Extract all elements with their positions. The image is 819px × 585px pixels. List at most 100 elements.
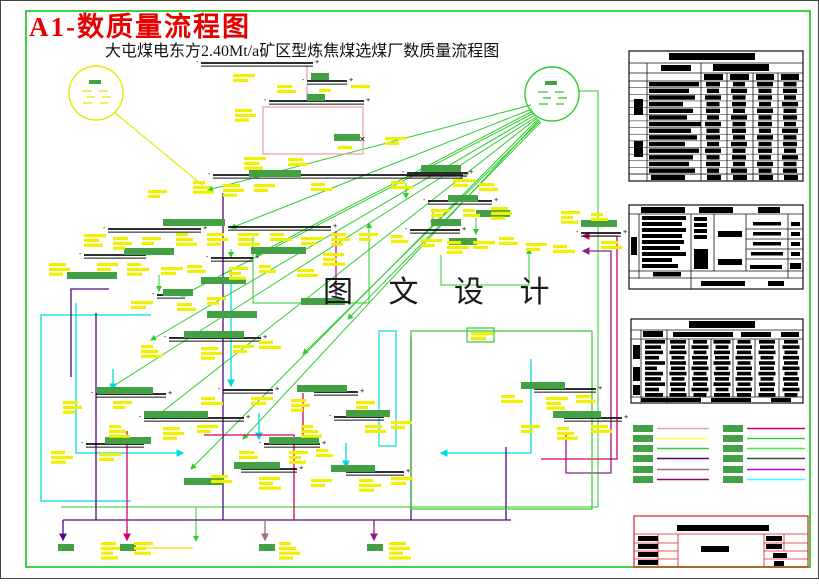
data-label-cluster-67 [211,475,228,479]
data-label-cluster-8 [288,158,303,162]
data-label-cluster-37 [431,213,443,217]
screen-sign-minus: - [195,58,199,66]
data-label-cluster-60 [163,431,184,435]
data-label-cluster-39 [491,207,508,211]
data-table-3-value-bar [760,345,774,349]
data-table-1-text-bar [733,175,747,180]
data-table-1-label-bar [649,88,689,94]
data-label-cluster-37 [431,209,450,213]
data-label-cluster-15 [113,246,125,250]
equipment-bar-20 [521,382,565,389]
data-table-3-value-bar [715,345,729,349]
data-table-3-value-bar [671,387,685,392]
data-table-3-label-bar [645,345,661,349]
data-label-cluster-62 [51,455,73,459]
data-label-cluster-17 [176,237,193,241]
data-label-cluster-10 [193,185,210,189]
data-table-3-value-bar [783,377,799,381]
data-label-cluster-60 [163,427,180,431]
data-table-2-text-bar [701,281,745,286]
data-label-cluster-27 [127,267,149,271]
data-table-3-text-bar [711,398,751,402]
screen-sign-minus: - [102,224,106,232]
equipment-bar-14 [144,411,208,418]
data-table-3-value-bar [693,350,707,355]
data-label-cluster-25 [49,267,70,271]
data-label-cluster-22 [331,242,343,246]
data-table-2-text-bar [791,232,800,236]
data-label-cluster-16 [142,237,161,241]
data-table-2-text-bar [791,222,800,226]
data-label-cluster-5 [385,137,406,141]
data-table-3-value-bar [669,371,687,376]
legend-swatch-bar [633,425,653,432]
data-table-1-value-bar [783,168,797,173]
data-table-1-text-bar [634,99,643,115]
data-label-cluster-86 [134,542,153,546]
data-label-cluster-17 [176,242,197,246]
data-table-1-value-bar [733,161,745,167]
data-label-cluster-10 [193,190,214,194]
data-table-3-value-bar [670,382,686,386]
data-label-cluster-20 [270,237,292,241]
data-label-cluster-60 [163,436,177,440]
data-label-cluster-82 [311,483,325,487]
data-label-cluster-53 [201,351,222,355]
data-label-cluster-66 [316,453,333,457]
data-label-cluster-78 [576,395,591,399]
data-label-cluster-76 [501,395,515,399]
data-table-3-value-bar [735,355,753,360]
equipment-bar-3 [249,170,301,177]
equipment-bar-27 [120,544,136,551]
data-label-cluster-67 [211,479,232,483]
legend-swatch-bar [633,466,653,473]
data-table-1-label-bar [649,101,683,107]
data-table-2-text-bar [642,234,682,238]
equipment-bar-21 [553,411,601,418]
screen-sign-minus: - [263,96,267,104]
data-label-cluster-9 [148,190,167,194]
data-label-cluster-45 [591,213,603,217]
data-label-cluster-1 [277,85,292,89]
data-table-1-value-bar [706,101,720,107]
screen-sign-minus: - [78,250,82,258]
data-table-3-value-bar [713,340,731,344]
data-table-1-value-bar [732,155,746,160]
data-table-2-text-bar [642,222,682,226]
data-label-cluster-59 [109,434,130,438]
screen-sign-plus: + [315,58,319,66]
data-label-cluster-16 [142,241,154,245]
screen-sign-plus: + [366,96,370,104]
data-table-1-value-bar [731,168,747,173]
data-table-3-value-bar [758,371,776,376]
flow-line-cyn-24 [439,359,532,457]
data-label-cluster-62 [51,460,66,464]
data-table-3-value-bar [782,345,800,349]
data-label-cluster-19 [238,242,260,246]
data-table-1-value-bar [732,128,746,133]
screen-sign-minus: - [207,170,211,178]
data-table-2-text-bar [750,265,782,269]
data-label-cluster-52 [141,354,162,358]
data-label-cluster-78 [576,399,595,403]
screen-sign-minus: - [151,290,155,298]
flow-line-crm-40 [204,434,295,520]
data-label-cluster-40 [421,243,435,247]
data-table-1-value-bar [784,121,796,127]
data-label-cluster-35 [453,183,468,187]
data-table-1-value-bar [758,148,772,153]
equipment-bar-33 [301,298,345,305]
data-label-cluster-11 [223,188,244,192]
data-table-3-value-bar [713,382,731,386]
data-table-2-text-bar [768,281,784,286]
data-label-cluster-83 [359,479,373,483]
data-table-1-label-bar [649,155,693,160]
data-label-cluster-33 [323,253,344,257]
data-label-cluster-29 [187,269,206,273]
data-table-3-value-bar [784,393,798,397]
data-table-3-value-bar [784,371,798,376]
data-table-1-value-bar [732,95,746,100]
data-table-1-text-bar [781,74,799,80]
data-table-2-text-bar [642,246,680,250]
